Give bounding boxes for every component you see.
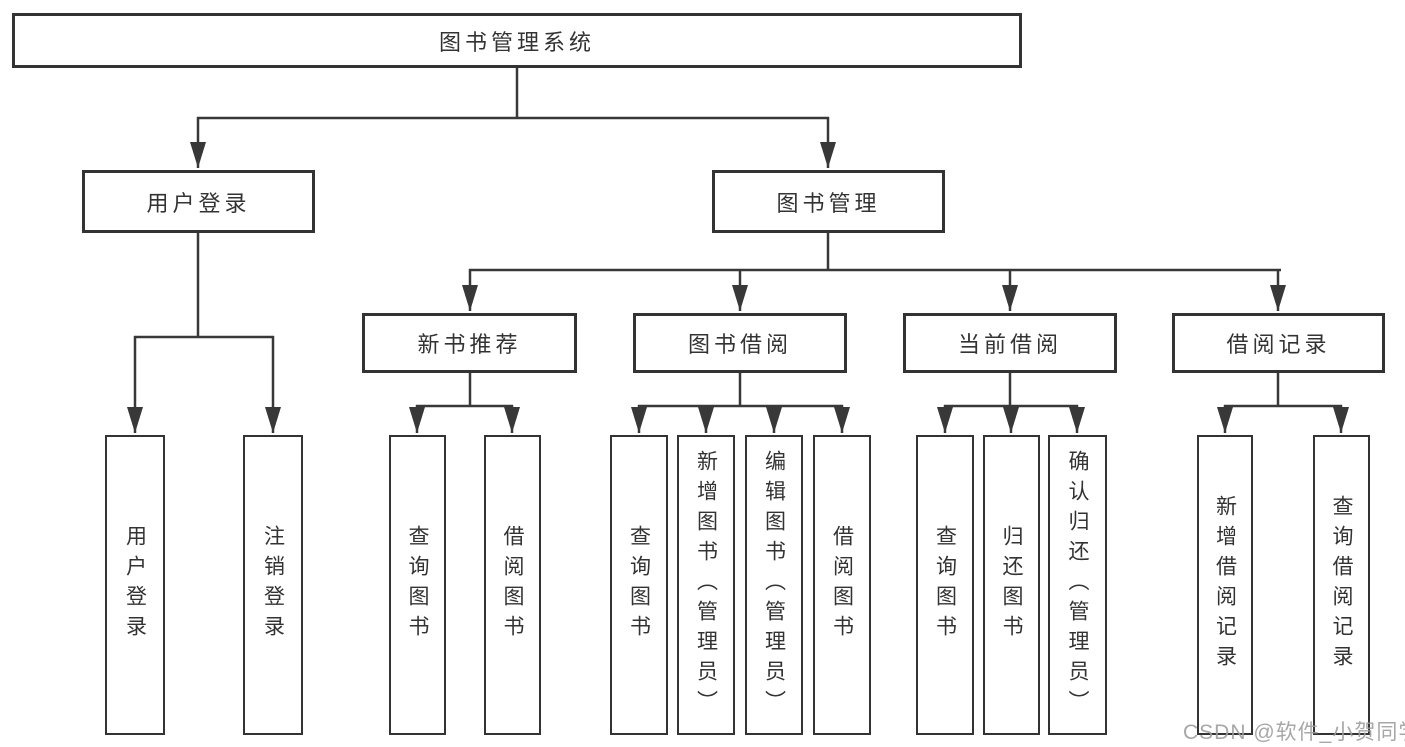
node-book-mgmt-label: 图书管理 bbox=[776, 190, 881, 216]
leaf-add-borrow-record-label: 新增借阅记录 bbox=[1213, 495, 1237, 675]
leaf-confirm-return-admin-label: 确认归还（管理员） bbox=[1066, 450, 1089, 720]
node-book-borrow-label: 图书借阅 bbox=[687, 332, 792, 357]
leaf-add-book-admin-label: 新增图书（管理员） bbox=[694, 450, 718, 720]
leaf-edit-book-admin: 编辑图书（管理员） bbox=[745, 435, 803, 735]
leaf-query-borrow-record: 查询借阅记录 bbox=[1313, 435, 1370, 735]
node-current-borrow-label: 当前借阅 bbox=[957, 332, 1062, 357]
node-user-login-label: 用户登录 bbox=[146, 190, 251, 216]
leaf-borrow-query-books-label: 查询图书 bbox=[627, 525, 651, 645]
node-book-mgmt: 图书管理 bbox=[712, 170, 945, 233]
leaf-return-book-label: 归还图书 bbox=[1000, 525, 1023, 645]
leaf-rec-query-books-label: 查询图书 bbox=[406, 525, 429, 645]
leaf-query-borrow-record-label: 查询借阅记录 bbox=[1330, 495, 1353, 675]
leaf-logout: 注销登录 bbox=[243, 435, 303, 735]
leaf-current-query-books: 查询图书 bbox=[916, 435, 974, 735]
leaf-logout-label: 注销登录 bbox=[261, 525, 285, 645]
node-borrow-records: 借阅记录 bbox=[1172, 313, 1385, 373]
node-new-book-rec-label: 新书推荐 bbox=[417, 332, 522, 357]
leaf-borrow-query-books: 查询图书 bbox=[610, 435, 668, 735]
node-user-login: 用户登录 bbox=[82, 170, 315, 233]
csdn-watermark: CSDN @软件_小贺同学 bbox=[1183, 721, 1405, 744]
leaf-user-login-label: 用户登录 bbox=[123, 525, 147, 645]
leaf-add-borrow-record: 新增借阅记录 bbox=[1197, 435, 1253, 735]
node-borrow-records-label: 借阅记录 bbox=[1226, 332, 1331, 357]
node-book-borrow: 图书借阅 bbox=[633, 313, 847, 373]
leaf-rec-borrow-books: 借阅图书 bbox=[484, 435, 541, 735]
node-current-borrow: 当前借阅 bbox=[903, 313, 1117, 373]
node-root: 图书管理系统 bbox=[12, 13, 1022, 68]
leaf-add-book-admin: 新增图书（管理员） bbox=[677, 435, 735, 735]
leaf-return-book: 归还图书 bbox=[983, 435, 1040, 735]
leaf-rec-query-books: 查询图书 bbox=[389, 435, 446, 735]
leaf-edit-book-admin-label: 编辑图书（管理员） bbox=[762, 450, 786, 720]
node-new-book-rec: 新书推荐 bbox=[362, 313, 577, 373]
leaf-rec-borrow-books-label: 借阅图书 bbox=[501, 525, 524, 645]
leaf-user-login: 用户登录 bbox=[105, 435, 165, 735]
leaf-borrow-borrow-books: 借阅图书 bbox=[813, 435, 871, 735]
leaf-borrow-borrow-books-label: 借阅图书 bbox=[830, 525, 854, 645]
leaf-confirm-return-admin: 确认归还（管理员） bbox=[1048, 435, 1107, 735]
leaf-current-query-books-label: 查询图书 bbox=[933, 525, 957, 645]
node-root-label: 图书管理系统 bbox=[438, 29, 595, 55]
